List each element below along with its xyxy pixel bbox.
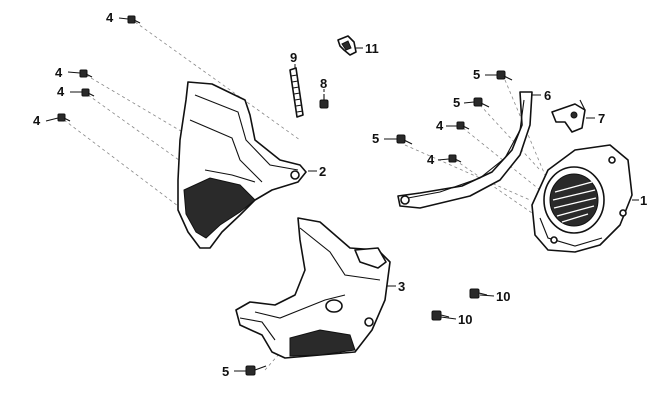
bolt-4-d: [57, 113, 71, 122]
callout-7: 7: [598, 111, 605, 126]
callout-9: 9: [290, 50, 297, 65]
bolt-4-a: [127, 15, 141, 24]
bolt-5-c: [396, 134, 413, 145]
part-7-small-bracket: [551, 99, 586, 133]
leader-lines: [45, 17, 639, 372]
callout-5-c: 5: [372, 131, 379, 146]
part-11-clip: [337, 35, 357, 56]
part-8-screw: [319, 94, 329, 109]
bolt-4-c: [81, 88, 95, 97]
bolt-5-d: [245, 365, 267, 376]
callout-4-d: 4: [33, 113, 41, 128]
callout-2: 2: [319, 164, 326, 179]
bolt-4-f: [448, 154, 462, 163]
callout-4-b: 4: [55, 65, 63, 80]
part-2-upper-cowl: [177, 81, 307, 249]
callout-4-c: 4: [57, 84, 65, 99]
bolt-5-b: [473, 97, 490, 108]
callout-10-b: 10: [458, 312, 472, 327]
callout-6: 6: [544, 88, 551, 103]
bolt-10-a: [469, 288, 488, 299]
fastener-10-group: [431, 288, 488, 321]
part-6-bracket-arm: [397, 91, 533, 209]
fastener-5-group: [245, 70, 513, 376]
callout-3: 3: [398, 279, 405, 294]
callout-10-a: 10: [496, 289, 510, 304]
callout-5-b: 5: [453, 95, 460, 110]
callout-labels: 4 4 4 4 9 8 11 2 5 5 5 4 4 6 7 1 3 5 10 …: [33, 10, 647, 379]
callout-11: 11: [365, 41, 379, 56]
callout-4-f: 4: [427, 152, 435, 167]
callout-4-e: 4: [436, 118, 444, 133]
callout-1: 1: [640, 193, 647, 208]
bolt-4-b: [79, 69, 93, 78]
callout-8: 8: [320, 76, 327, 91]
bolt-5-a: [496, 70, 513, 81]
callout-5-d: 5: [222, 364, 229, 379]
bolt-4-e: [456, 121, 470, 130]
part-1-fan-cover: [531, 144, 633, 253]
part-9-spring: [289, 67, 304, 118]
fastener-4-group: [57, 15, 470, 163]
callout-4-a: 4: [106, 10, 114, 25]
bolt-10-b: [431, 310, 450, 321]
callout-5-a: 5: [473, 67, 480, 82]
part-3-lower-shroud: [235, 217, 391, 359]
